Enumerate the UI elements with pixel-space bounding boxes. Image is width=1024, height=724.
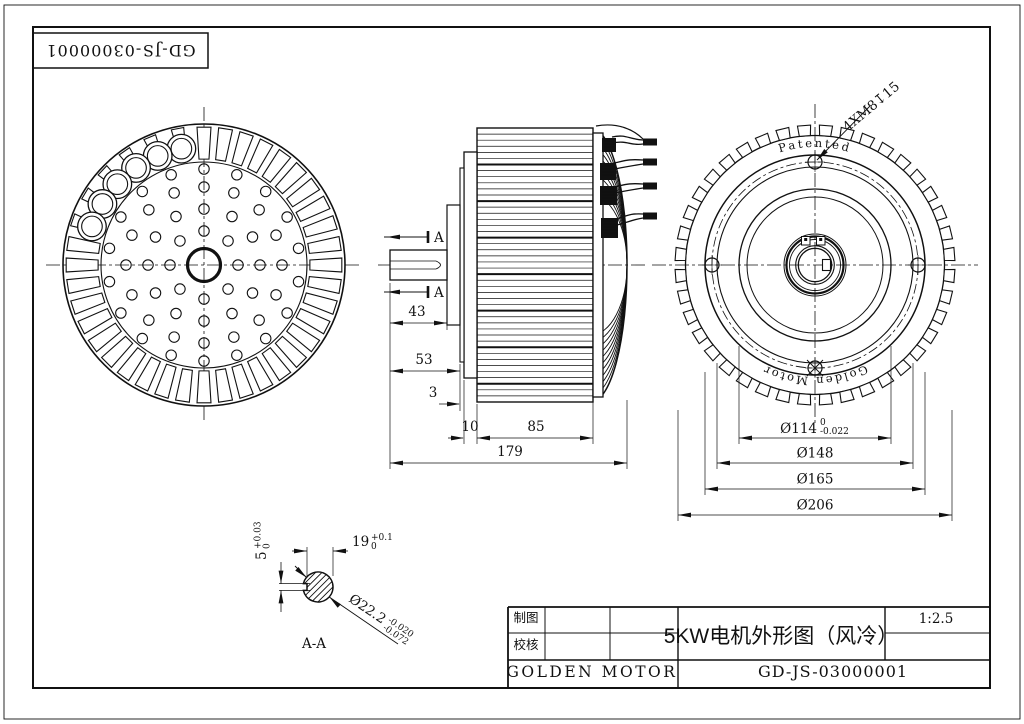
scale-value: 1:2.5 [919, 611, 954, 627]
title-block: 制图 校核 GOLDEN MOTOR 5KW电机外形图（风冷） 1:2.5 GD… [507, 606, 990, 688]
side-view [378, 124, 657, 403]
outer-border [3, 4, 1021, 720]
dim-206-label: Ø206 [797, 498, 834, 514]
dim-114-tol-upper: 0 [820, 418, 826, 428]
dim-165-label: Ø165 [797, 472, 834, 488]
dim-10-label: 10 [461, 419, 478, 435]
dim-148-label: Ø148 [797, 446, 834, 462]
drawing-number: GD-JS-03000001 [758, 662, 908, 681]
patented-label: Patented [777, 136, 854, 155]
section-flat-tol-lower: 0 [263, 543, 273, 549]
drafted-label: 制图 [513, 611, 538, 625]
dim-53-label: 53 [415, 352, 432, 368]
section-flat-dim: 5 [254, 551, 270, 560]
dim-114-label: Ø114 [780, 421, 817, 437]
frame-label-rotated: GD-JS-03000001 [45, 41, 195, 60]
company-name: GOLDEN MOTOR [507, 663, 678, 681]
drawing-title: 5KW电机外形图（风冷） [664, 625, 899, 648]
section-width-tol-upper: +0.1 [371, 533, 393, 543]
section-width-dim: 19 [352, 534, 369, 550]
section-flat-tol-upper: +0.03 [254, 521, 264, 549]
sheet-frame: GD-JS-03000001 [3, 4, 1021, 720]
dim-179-label: 179 [497, 444, 523, 460]
frame-label-box [32, 32, 209, 69]
dim-114-tol-lower: -0.022 [820, 427, 849, 437]
checked-label: 校核 [513, 637, 539, 652]
section-label: A-A [301, 636, 326, 652]
section-marker-a-bottom: A [433, 285, 444, 301]
section-flat-dim-group: 5 +0.03 0 [254, 521, 273, 560]
section-marker-a-top: A [433, 230, 444, 246]
inner-border [32, 26, 991, 689]
dimension-annotations: 43 53 3 10 85 179 A A Ø114 0 -0.022 Ø148… [389, 230, 953, 521]
dim-43-label: 43 [408, 304, 425, 320]
dim-85-label: 85 [527, 419, 544, 435]
front-view [46, 107, 362, 423]
dim-3-label: 3 [429, 385, 438, 401]
section-width-tol-lower: 0 [371, 542, 377, 552]
